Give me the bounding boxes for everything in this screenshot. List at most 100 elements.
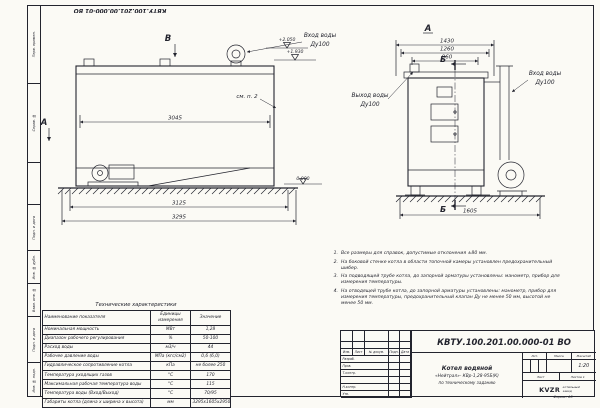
cell-name: Рабочее давление воды bbox=[43, 352, 151, 361]
note-item: 2.На боковой стенке котла в области топо… bbox=[331, 260, 564, 272]
cell-value: 3295х1605х2950 bbox=[191, 398, 231, 407]
table-row: Диапазон рабочего регулирования%50-100 bbox=[43, 334, 231, 343]
rev-header: № докум. bbox=[365, 349, 389, 356]
role-label: Пров. bbox=[341, 363, 389, 370]
note-text: Все размеры для справок, допустимые откл… bbox=[341, 251, 487, 257]
cell-name: Температура уходящих газов bbox=[43, 371, 151, 380]
cell-value: 0,6 (6,0) bbox=[191, 352, 231, 361]
cell-value: 115 bbox=[191, 380, 231, 389]
view-b-label: В bbox=[165, 34, 171, 44]
outlet-label: Выход воды bbox=[352, 93, 389, 99]
left-inlet-size: Ду100 bbox=[309, 42, 329, 48]
cell-unit: °С bbox=[151, 371, 191, 380]
company-line2: завод bbox=[563, 389, 572, 393]
title-block-right: Лит. Масса Масштаб 1:20 Лист Листов 1 KV… bbox=[523, 353, 596, 398]
note-number: 1. bbox=[331, 251, 338, 257]
cell-unit: МВт bbox=[151, 325, 191, 334]
cell-unit: МПа (кгс/см2) bbox=[151, 352, 191, 361]
header-name: Наименование показателя bbox=[43, 311, 151, 326]
note-text: На подводящей трубе котла, до запорной а… bbox=[341, 274, 564, 286]
cell-name: Габариты котла (длина х ширина х высота) bbox=[43, 398, 151, 407]
drawing-name: Котел водяной «Нейтрал»- КВр-1,28-95Б(К)… bbox=[411, 353, 523, 398]
cell-value: 44 bbox=[191, 343, 231, 352]
role-label: Н.контр. bbox=[341, 384, 389, 391]
section-b-bottom: Б bbox=[440, 205, 446, 214]
table-header-row: Наименование показателя Единицы измерени… bbox=[43, 311, 231, 326]
lit-label: Лит. bbox=[523, 353, 547, 360]
cell-name: Номинальная мощность bbox=[43, 325, 151, 334]
left-view-shapes bbox=[49, 42, 322, 225]
see-note-callout: см. п. 2 bbox=[236, 94, 258, 100]
left-inlet-label: Вход воды bbox=[304, 33, 337, 39]
right-view-shapes bbox=[388, 33, 545, 219]
elevation-zero: 0.000 bbox=[296, 176, 309, 182]
cell-value: 170 bbox=[191, 371, 231, 380]
dim-3045: 3045 bbox=[168, 116, 182, 122]
table-row: Габариты котла (длина х ширина х высота)… bbox=[43, 398, 231, 407]
cell-unit: °С bbox=[151, 380, 191, 389]
header-value: Значение bbox=[191, 311, 231, 326]
note-text: На боковой стенке котла в области топочн… bbox=[341, 260, 564, 272]
outlet-size: Ду100 bbox=[359, 102, 379, 108]
cell-value: не более 250 bbox=[191, 362, 231, 371]
view-a-label: А bbox=[40, 118, 48, 128]
name-line1: Котел водяной bbox=[442, 366, 492, 372]
cell-unit: м3/ч bbox=[151, 343, 191, 352]
note-number: 3. bbox=[331, 274, 338, 286]
right-inlet-size: Ду100 bbox=[534, 80, 554, 86]
role-label: Т.контр. bbox=[341, 370, 389, 377]
company-name: котельный завод bbox=[563, 386, 580, 393]
note-item: 4.На отводящей трубе котла, до запорной … bbox=[331, 289, 564, 307]
cell-unit: мм bbox=[151, 398, 191, 407]
cell-value: 70/95 bbox=[191, 389, 231, 398]
cell-value: 1,28 bbox=[191, 325, 231, 334]
section-b-top: Б bbox=[440, 55, 446, 64]
cell-name: Диапазон рабочего регулирования bbox=[43, 334, 151, 343]
sheet-cell: Лист bbox=[523, 373, 560, 381]
cell-name: Расход воды bbox=[43, 343, 151, 352]
cell-value: 50-100 bbox=[191, 334, 231, 343]
format-note: Формат А3 bbox=[535, 395, 591, 399]
view-a-top-label: А bbox=[424, 24, 432, 34]
note-number: 4. bbox=[331, 289, 338, 307]
tech-table-title: Технические характеристики bbox=[42, 302, 230, 308]
rev-header: Дата bbox=[400, 349, 411, 356]
cell-name: Гидравлическое сопротивление котла bbox=[43, 362, 151, 371]
doc-number: КВТУ.100.201.00.000-01 ВО bbox=[411, 331, 596, 353]
right-inlet-label: Вход воды bbox=[529, 71, 562, 77]
note-number: 2. bbox=[331, 260, 338, 272]
dim-1260: 1260 bbox=[440, 47, 454, 53]
dim-3125: 3125 bbox=[172, 201, 186, 207]
notes-list: 1.Все размеры для справок, допустимые от… bbox=[331, 251, 564, 309]
sheets-cell: Листов 1 bbox=[560, 373, 597, 381]
rev-header: Подп. bbox=[389, 349, 400, 356]
cell-name: Максимальная рабочая температура воды bbox=[43, 380, 151, 389]
mass-label: Масса bbox=[547, 353, 571, 360]
scale-value: 1:20 bbox=[572, 360, 596, 373]
rev-header: Лист bbox=[353, 349, 365, 356]
dim-3295: 3295 bbox=[172, 215, 186, 221]
revision-table: Изм. Лист № докум. Подп. Дата Разраб. Пр… bbox=[341, 331, 411, 398]
role-label: Разраб. bbox=[341, 356, 389, 363]
scale-label: Масштаб bbox=[572, 353, 596, 360]
title-block: Изм. Лист № докум. Подп. Дата Разраб. Пр… bbox=[340, 330, 595, 397]
role-label: Утв. bbox=[341, 391, 389, 398]
company-logo: KVZR bbox=[539, 386, 560, 394]
header-units: Единицы измерения bbox=[151, 311, 191, 326]
note-item: 3.На подводящей трубе котла, до запорной… bbox=[331, 274, 564, 286]
elevation-mid: +1.930 bbox=[286, 49, 303, 55]
cell-unit: кПа bbox=[151, 362, 191, 371]
note-text: На отводящей трубе котла, до запорной ар… bbox=[341, 289, 564, 307]
cell-unit: °С bbox=[151, 389, 191, 398]
cell-name: Температура воды (Вход/Выход) bbox=[43, 389, 151, 398]
note-item: 1.Все размеры для справок, допустимые от… bbox=[331, 251, 564, 257]
elevation-top: +2.050 bbox=[278, 37, 295, 43]
name-line2: «Нейтрал»- КВр-1,28-95Б(К) bbox=[435, 374, 499, 379]
